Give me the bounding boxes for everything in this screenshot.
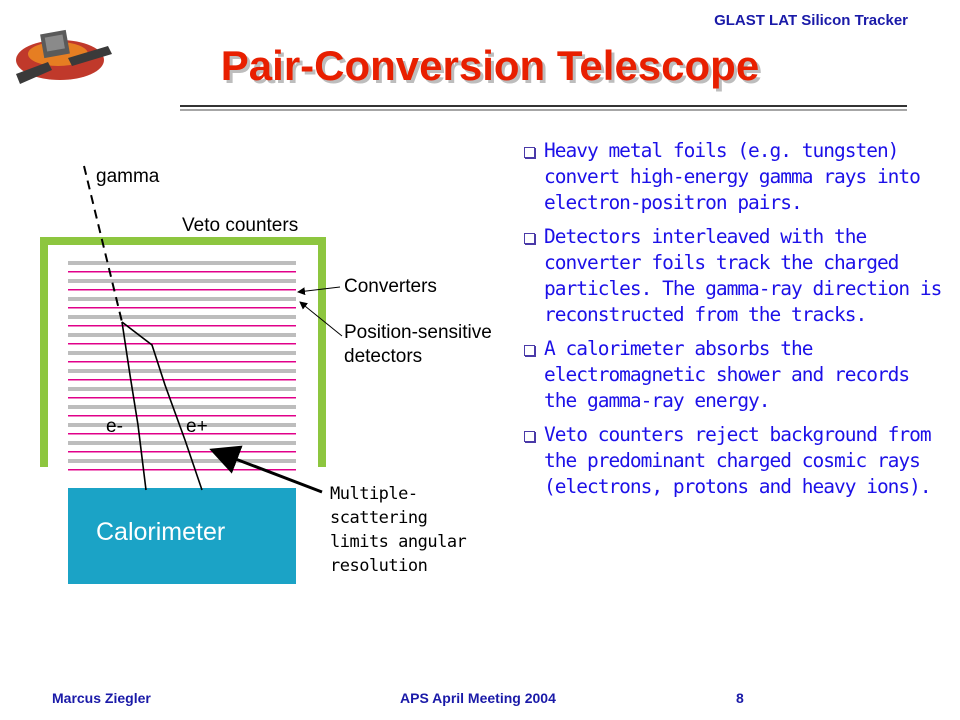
detector-layer (68, 387, 296, 391)
bullet-text: A calorimeter absorbs the electromagneti… (544, 337, 910, 412)
detector-layer (68, 279, 296, 283)
converter-foil (68, 361, 296, 363)
detector-layer (68, 459, 296, 463)
detector-layer (68, 351, 296, 355)
glast-satellite-logo (16, 29, 112, 84)
checkbox-bullet-icon (524, 431, 535, 442)
electron-label: e- (106, 416, 123, 437)
bullet-item: Heavy metal foils (e.g. tungsten) conver… (522, 138, 952, 216)
bullet-text: Heavy metal foils (e.g. tungsten) conver… (544, 139, 921, 214)
converter-foil (68, 307, 296, 309)
bullet-text: Detectors interleaved with the converter… (544, 225, 942, 326)
tracker-layers (68, 261, 296, 471)
veto-label: Veto counters (182, 215, 298, 236)
checkbox-bullet-icon (524, 147, 535, 158)
gamma-ray-track (83, 165, 123, 323)
bullet-item: Veto counters reject background from the… (522, 422, 952, 500)
detector-layer (68, 315, 296, 319)
detector-layer (68, 369, 296, 373)
telescope-diagram: Calorimeter gamma e- e+ Veto counters Co… (40, 165, 492, 584)
positron-label: e+ (186, 416, 208, 437)
bullet-list: Heavy metal foils (e.g. tungsten) conver… (522, 138, 952, 508)
calorimeter-label: Calorimeter (96, 518, 225, 546)
veto-counter-right (318, 237, 326, 467)
converter-foil (68, 415, 296, 417)
converter-foil (68, 325, 296, 327)
checkbox-bullet-icon (524, 233, 535, 244)
calorimeter-block (68, 488, 296, 584)
scattering-pointer (209, 445, 323, 494)
detectors-label-line1: Position-sensitive (344, 322, 492, 343)
detector-layer (68, 333, 296, 337)
footer-page-number: 8 (736, 690, 744, 706)
converters-label: Converters (344, 276, 437, 297)
bullet-item: Detectors interleaved with the converter… (522, 224, 952, 328)
detector-layer (68, 423, 296, 427)
electron-track (121, 321, 147, 491)
gamma-label: gamma (96, 166, 160, 187)
detectors-label-line2: detectors (344, 346, 422, 367)
converters-pointer (297, 286, 341, 296)
checkbox-bullet-icon (524, 345, 535, 356)
veto-counter-left (40, 237, 48, 467)
converter-foil (68, 451, 296, 453)
footer-author: Marcus Ziegler (52, 690, 151, 706)
scattering-annotation: Multiple-scattering limits angular resol… (330, 484, 467, 576)
footer-meeting: APS April Meeting 2004 (400, 690, 556, 706)
bullet-item: A calorimeter absorbs the electromagneti… (522, 336, 952, 414)
converter-foil (68, 379, 296, 381)
detector-layer (68, 405, 296, 409)
title-rule (180, 105, 907, 107)
detector-layer (68, 441, 296, 445)
detectors-pointer (299, 301, 343, 337)
title-rule-shadow (180, 109, 907, 111)
header-label: GLAST LAT Silicon Tracker (714, 12, 908, 29)
converter-foil (68, 397, 296, 399)
bullet-text: Veto counters reject background from the… (544, 423, 932, 498)
positron-track (121, 321, 203, 491)
detector-layer (68, 297, 296, 301)
converter-foil (68, 469, 296, 471)
slide-title: Pair-Conversion Telescope (220, 42, 760, 89)
converter-foil (68, 271, 296, 273)
detector-layer (68, 261, 296, 265)
veto-counter-top (40, 237, 326, 245)
converter-foil (68, 289, 296, 291)
converter-foil (68, 343, 296, 345)
